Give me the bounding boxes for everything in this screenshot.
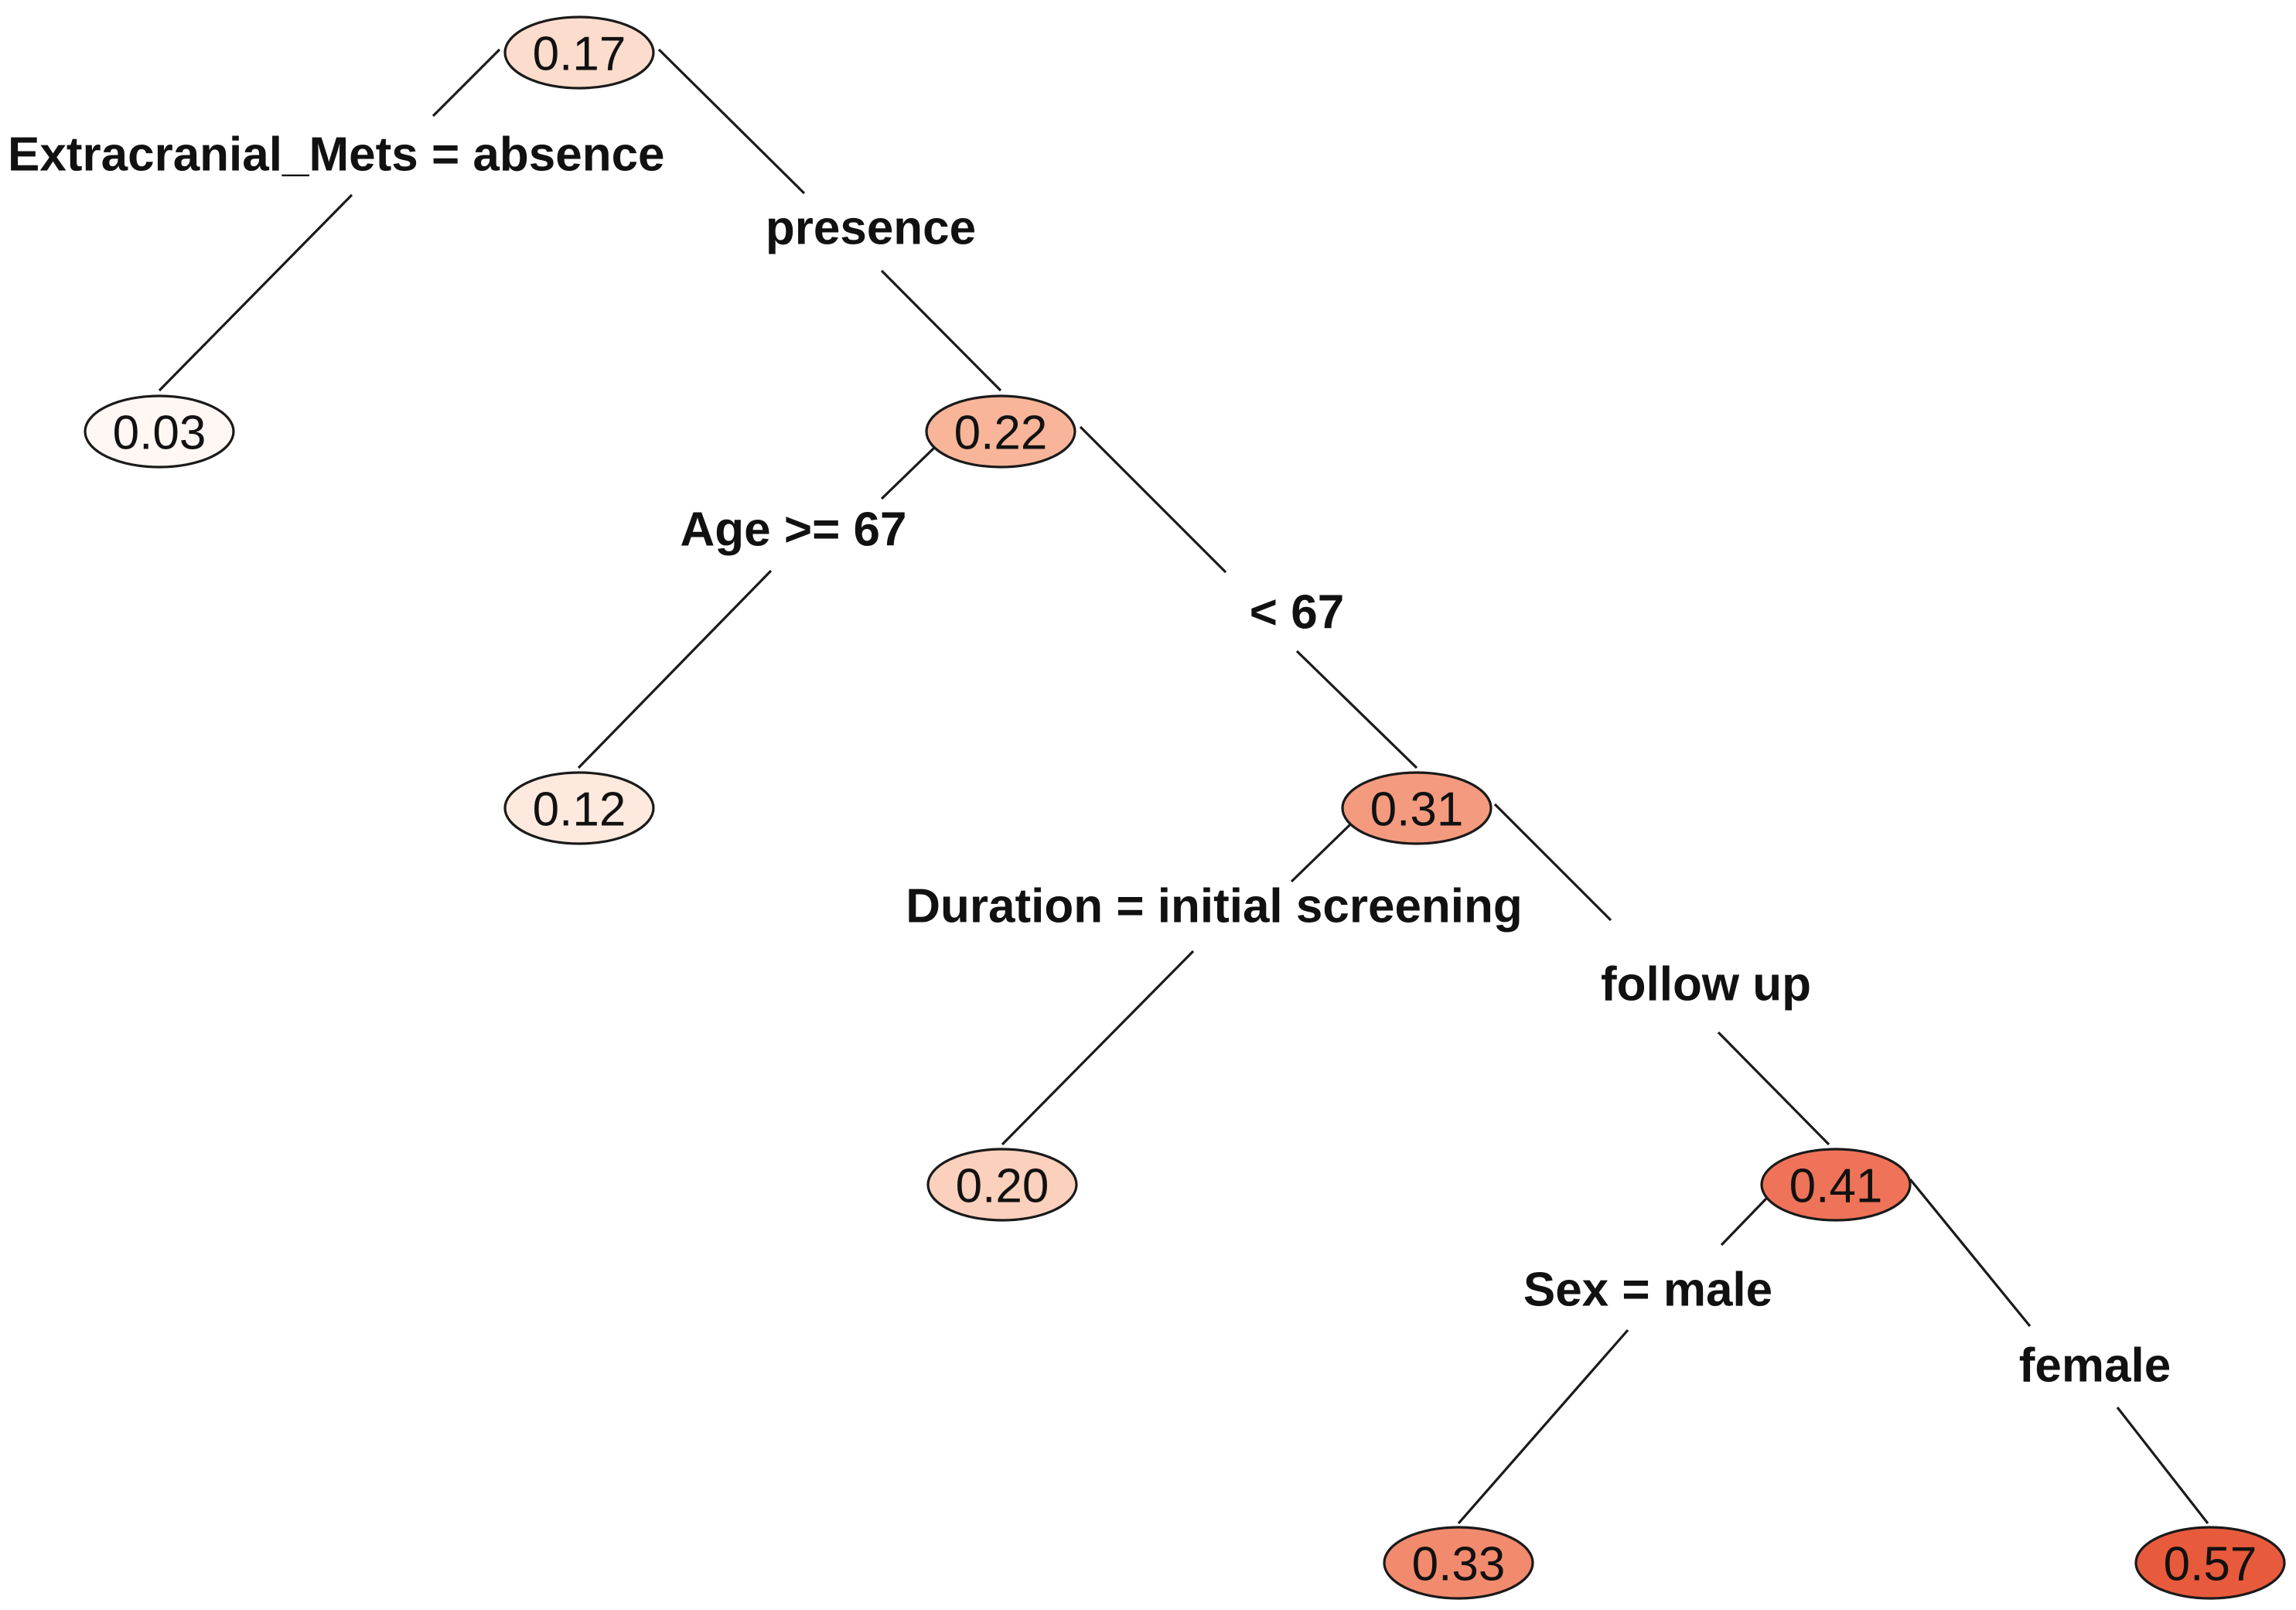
edge-n4-left-lower (1457, 1329, 1629, 1525)
node-n4: 0.41 (1760, 1148, 1912, 1222)
node-leaf-2-value: 0.12 (533, 783, 626, 837)
node-leaf-5: 0.57 (2134, 1526, 2286, 1600)
node-leaf-3-shape (926, 1148, 1078, 1222)
split-label-duration-initial-screening: Duration = initial screening (906, 880, 1523, 933)
node-root-value: 0.17 (533, 28, 626, 81)
node-leaf-4-value: 0.33 (1412, 1538, 1506, 1591)
edge-n3-right-upper (1493, 803, 1612, 922)
node-leaf-5-value: 0.57 (2164, 1538, 2257, 1591)
edge-root-left-lower (158, 193, 353, 392)
node-n4-shape (1760, 1148, 1912, 1222)
edge-n2-left-lower (577, 569, 773, 769)
edge-n2-right-lower (1295, 650, 1418, 769)
node-leaf-4-shape (1383, 1526, 1534, 1600)
node-n4-value: 0.41 (1789, 1160, 1883, 1213)
node-n2-value: 0.22 (954, 407, 1048, 460)
split-label-female: female (2019, 1339, 2171, 1393)
tree-edges (158, 48, 2209, 1525)
split-label-presence: presence (766, 202, 976, 255)
node-root-shape (503, 15, 655, 90)
node-leaf-3-value: 0.20 (956, 1160, 1049, 1213)
edge-n3-right-lower (1717, 1031, 1830, 1146)
edge-n4-right-lower (2116, 1407, 2209, 1524)
node-leaf-1-value: 0.03 (113, 407, 206, 460)
edge-root-right-lower (880, 269, 1002, 392)
split-label-age-lt-67: < 67 (1250, 586, 1344, 640)
split-label-age-ge-67: Age >= 67 (681, 503, 907, 557)
edge-root-left-upper (432, 48, 501, 118)
node-leaf-1: 0.03 (84, 394, 235, 469)
edge-n3-left-lower (1001, 950, 1195, 1146)
node-n2: 0.22 (925, 394, 1076, 469)
split-label-follow-up: follow up (1601, 958, 1811, 1011)
edge-n2-right-upper (1079, 425, 1227, 574)
node-n2-shape (925, 394, 1076, 469)
node-leaf-2: 0.12 (503, 771, 655, 845)
node-leaf-3: 0.20 (926, 1148, 1078, 1222)
split-labels: Extracranial_Mets = absence presence Age… (8, 128, 2171, 1393)
node-leaf-5-shape (2134, 1526, 2286, 1600)
node-root: 0.17 (503, 15, 655, 90)
node-leaf-2-shape (503, 771, 655, 845)
node-n3-value: 0.31 (1370, 783, 1464, 837)
split-label-sex-male: Sex = male (1523, 1264, 1772, 1317)
node-n3: 0.31 (1341, 771, 1493, 845)
node-leaf-1-shape (84, 394, 235, 469)
edge-n4-right-upper (1909, 1178, 2032, 1328)
split-label-extracranial-mets-absence: Extracranial_Mets = absence (8, 128, 665, 182)
edge-root-right-upper (657, 48, 806, 195)
node-leaf-4: 0.33 (1383, 1526, 1534, 1600)
node-n3-shape (1341, 771, 1493, 845)
tree-nodes: 0.17 0.03 0.22 0.12 0.31 0.20 0.41 0.33 (84, 15, 2286, 1600)
